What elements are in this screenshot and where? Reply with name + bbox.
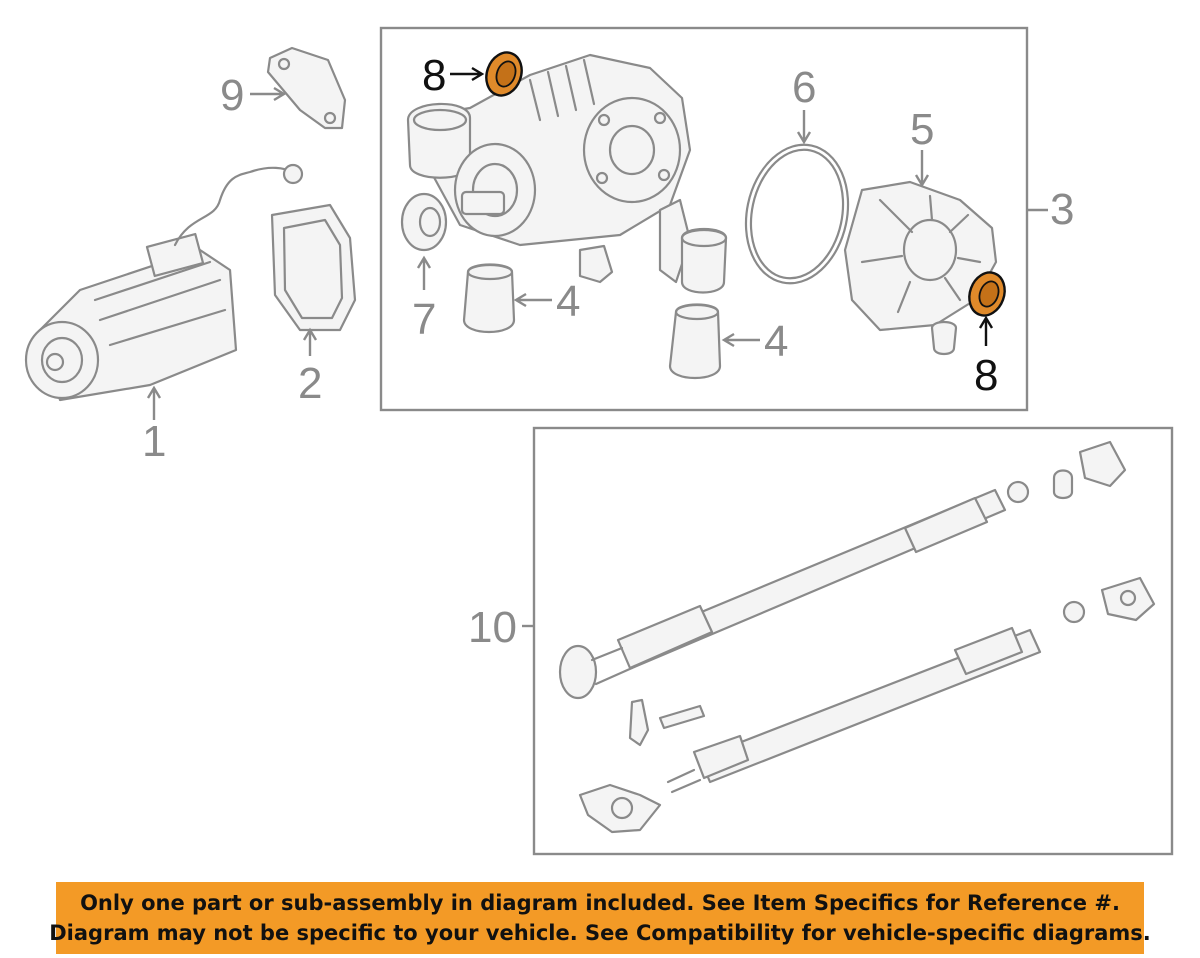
part-4-bushing-a[interactable]	[462, 263, 516, 334]
callout-4b: 4	[764, 317, 788, 366]
small-bushing-b	[930, 320, 958, 356]
callout-9: 9	[220, 71, 244, 120]
small-bushing-a	[578, 244, 614, 284]
parts-diagram: 1 2 3 4 4 5 6 7 8 8 9 10	[24, 26, 1174, 856]
part-3-differential[interactable]	[406, 53, 692, 247]
driveshaft-group-box	[532, 426, 1174, 856]
disclaimer-banner: Only one part or sub-assembly in diagram…	[49, 882, 1151, 954]
leader-4a	[513, 292, 552, 308]
part-9-bracket[interactable]	[266, 46, 347, 130]
part-8-seal-right[interactable]	[964, 268, 1011, 321]
callout-2: 2	[298, 359, 322, 408]
disclaimer-line-2: Diagram may not be specific to your vehi…	[49, 921, 1151, 945]
leader-9	[250, 86, 287, 102]
callout-3: 3	[1050, 185, 1074, 234]
part-6-o-ring[interactable]	[734, 135, 861, 293]
part-6-o-ring-inner	[749, 148, 845, 280]
callout-5: 5	[910, 105, 934, 154]
leader-1	[146, 385, 162, 420]
leader-7	[416, 255, 432, 290]
callout-8-left: 8	[422, 51, 446, 100]
part-8-seal-left[interactable]	[481, 48, 528, 101]
part-4-mount-bracket[interactable]	[658, 198, 728, 294]
differential-group-box	[379, 26, 1029, 412]
part-4-bushing-b[interactable]	[668, 303, 722, 380]
leader-2	[302, 327, 318, 356]
callout-1: 1	[142, 417, 166, 466]
leader-6	[796, 110, 812, 145]
part-2-gasket[interactable]	[270, 203, 357, 332]
callout-6: 6	[792, 63, 816, 112]
callout-8-right: 8	[974, 351, 998, 400]
callout-10: 10	[468, 603, 517, 652]
leader-4b	[721, 332, 760, 348]
part-1-transfer-case[interactable]	[24, 163, 304, 402]
leader-8-right	[978, 315, 994, 346]
leader-8-left	[450, 66, 485, 82]
callout-4a: 4	[556, 277, 580, 326]
part-7-seal[interactable]	[400, 192, 448, 252]
disclaimer-line-1: Only one part or sub-assembly in diagram…	[80, 891, 1120, 915]
part-10-driveshaft-lower[interactable]	[578, 576, 1156, 834]
leader-5	[914, 150, 930, 188]
part-5-cover[interactable]	[843, 180, 998, 332]
part-10-driveshaft-upper[interactable]	[558, 440, 1127, 700]
callout-7: 7	[412, 295, 436, 344]
